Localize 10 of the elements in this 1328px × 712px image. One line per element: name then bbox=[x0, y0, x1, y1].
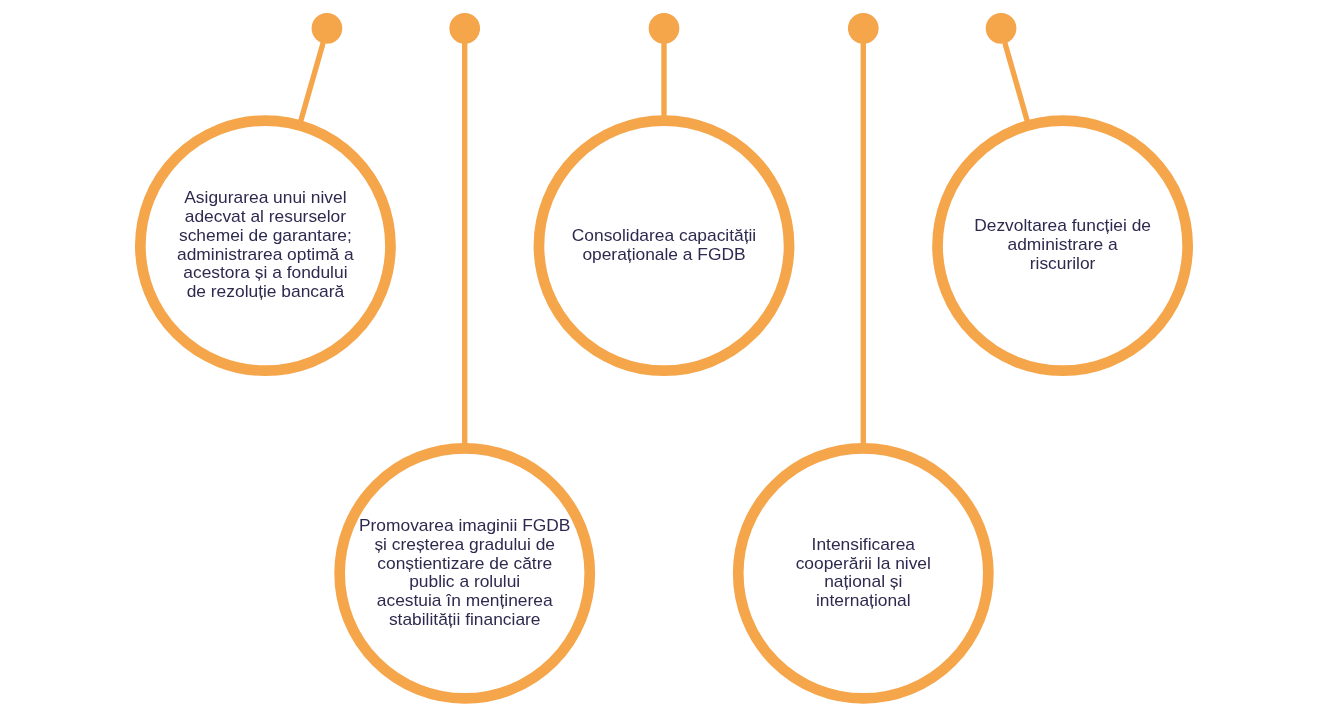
node-circle bbox=[847, 12, 879, 44]
node-circle bbox=[311, 12, 343, 44]
node-circle bbox=[449, 12, 481, 44]
node-circle: Consolidarea capacității operaționale a FGDB bbox=[533, 115, 795, 377]
node-circle: Intensificarea cooperării la nivel național și internațional bbox=[732, 442, 994, 704]
node-circle: Dezvoltarea funcției de administrare a riscurilor bbox=[932, 115, 1193, 377]
node-circle: Asigurarea unui nivel adecvat al resurselor schemei de garantare; administrarea optimă a acestora și a fondului de rezoluție bancară bbox=[135, 115, 396, 377]
node-circle: Promovarea imaginii FGDB și creșterea gradului de conștientizare de către public a rolului acestuia în menținerea stabilității financiare bbox=[334, 442, 596, 704]
node-circle bbox=[985, 12, 1017, 44]
node-circle bbox=[648, 12, 680, 44]
